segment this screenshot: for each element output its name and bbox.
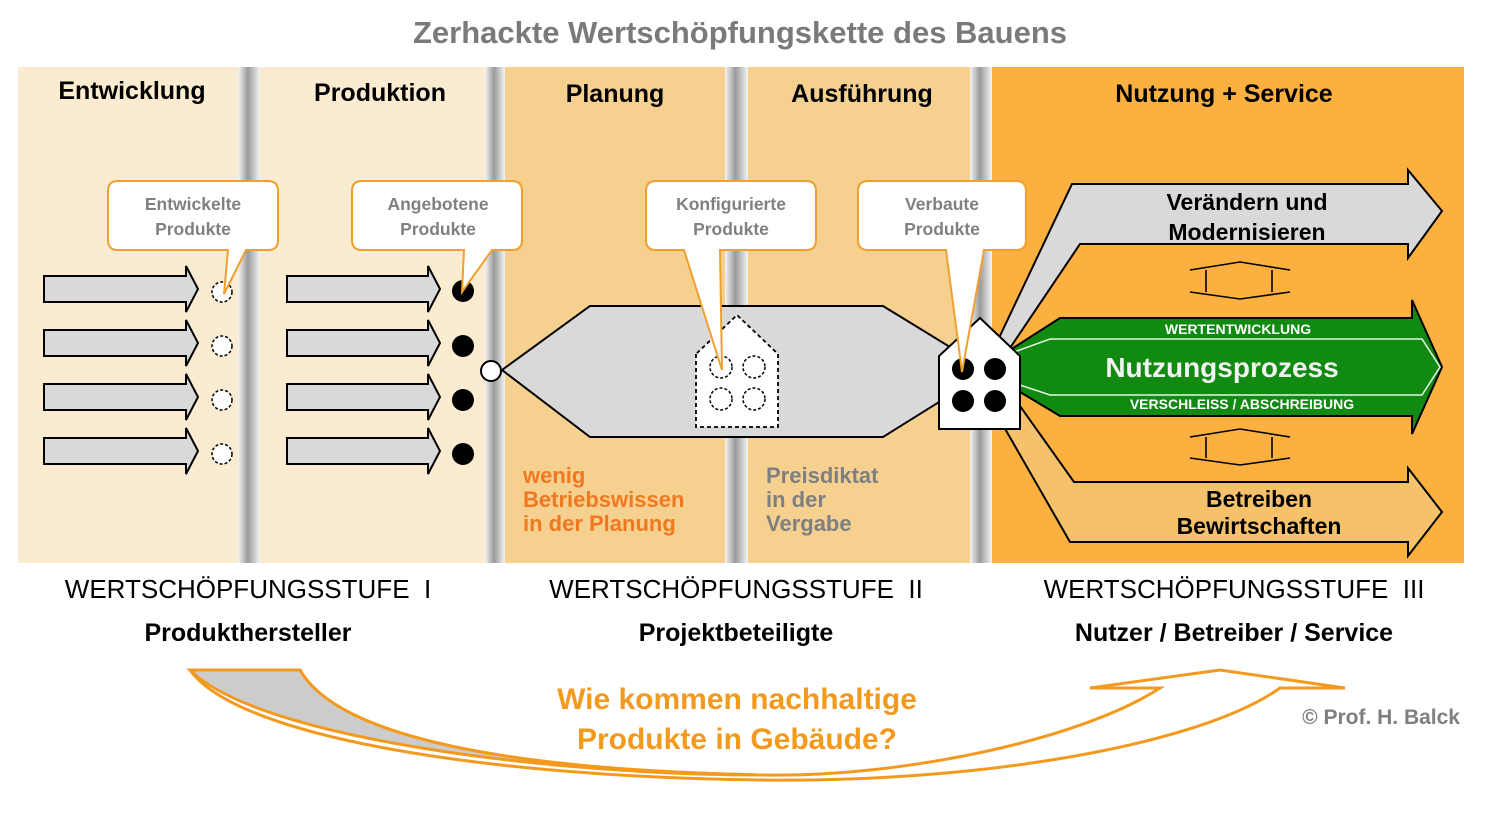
phase-separator — [970, 67, 992, 563]
callout-text: Produkte — [155, 219, 231, 239]
process-arrow — [43, 319, 200, 367]
callout-text: Konfigurierte — [676, 194, 786, 214]
operate-label: Betreiben — [1206, 486, 1312, 512]
process-arrow — [43, 265, 200, 313]
depreciation-label: VERSCHLEISS / ABSCHREIBUNG — [1130, 396, 1354, 412]
production-arrows — [286, 265, 442, 475]
usage-process-inner-outline — [1013, 338, 1441, 396]
callout-text: Verbaute — [905, 194, 979, 214]
diagram-title: Zerhackte Wertschöpfungskette des Bauens — [413, 15, 1067, 50]
question-line: Produkte in Gebäude? — [577, 723, 897, 756]
callout-text: Produkte — [904, 219, 980, 239]
execution-note: Preisdiktat in der Vergabe — [766, 463, 879, 536]
modernize-label: Verändern und — [1166, 189, 1327, 215]
process-arrow — [43, 373, 200, 421]
svg-text:in der: in der — [766, 487, 826, 512]
process-arrow — [286, 427, 442, 475]
process-arrow — [43, 427, 200, 475]
callout-text: Entwickelte — [145, 194, 242, 214]
product-icon — [452, 335, 474, 357]
callout-configured-products: Konfigurierte Produkte — [645, 180, 817, 371]
feedback-arrow-tail — [186, 668, 761, 777]
phase-bg-entwicklung — [18, 67, 238, 563]
usage-process-arrow — [1009, 299, 1444, 435]
svg-text:Preisdiktat: Preisdiktat — [766, 463, 879, 488]
callout-text: Produkte — [693, 219, 769, 239]
offered-products — [452, 280, 474, 465]
phase-heading-ausfuehrung: Ausführung — [791, 80, 933, 108]
stage-label-2: WERTSCHÖPFUNGSSTUFE II — [549, 574, 923, 604]
developed-products — [211, 281, 233, 465]
callout-text: Produkte — [400, 219, 476, 239]
product-outline-icon — [211, 389, 233, 411]
modernize-label: Modernisieren — [1168, 219, 1325, 245]
value-development-label: WERTENTWICKLUNG — [1165, 321, 1311, 337]
actor-label-2: Projektbeteiligte — [639, 619, 834, 647]
question-line: Wie kommen nachhaltige — [557, 683, 917, 716]
copyright-note: © Prof. H. Balck — [1302, 706, 1460, 729]
callout-built-products: Verbaute Produkte — [857, 180, 1027, 373]
product-icon — [452, 389, 474, 411]
exchange-connector-icon — [1189, 428, 1291, 466]
operate-label: Bewirtschaften — [1177, 513, 1342, 539]
phase-heading-planung: Planung — [566, 80, 665, 108]
process-arrow — [286, 265, 442, 313]
phase-separator — [238, 67, 260, 563]
stage-label-1: WERTSCHÖPFUNGSSTUFE I — [65, 574, 431, 604]
callout-offered-products: Angebotene Produkte — [351, 180, 523, 296]
phase-heading-nutzung-service: Nutzung + Service — [1115, 80, 1333, 108]
product-outline-icon — [211, 443, 233, 465]
actor-label-3: Nutzer / Betreiber / Service — [1075, 619, 1393, 647]
exchange-connector-icon — [1189, 261, 1291, 300]
svg-text:wenig: wenig — [522, 463, 585, 488]
svg-text:in der Planung: in der Planung — [523, 511, 676, 536]
phase-bg-produktion — [260, 67, 485, 563]
callout-developed-products: Entwickelte Produkte — [107, 180, 279, 295]
callout-text: Angebotene — [387, 194, 488, 214]
development-arrows — [43, 265, 200, 475]
process-arrow — [286, 319, 442, 367]
usage-process-label: Nutzungsprozess — [1105, 352, 1338, 383]
actor-label-1: Produkthersteller — [144, 619, 351, 647]
planning-note: wenig Betriebswissen in der Planung — [522, 463, 684, 536]
phase-heading-produktion: Produktion — [314, 79, 446, 107]
svg-text:Betriebswissen: Betriebswissen — [523, 487, 684, 512]
process-arrow — [286, 373, 442, 421]
phase-separator — [485, 67, 505, 563]
svg-text:Vergabe: Vergabe — [766, 511, 852, 536]
project-start-node-icon — [480, 360, 502, 382]
phase-heading-entwicklung: Entwicklung — [58, 77, 205, 105]
product-outline-icon — [211, 335, 233, 357]
modernize-arrow — [996, 167, 1444, 350]
operate-arrow — [998, 389, 1444, 559]
product-icon — [452, 443, 474, 465]
stage-label-3: WERTSCHÖPFUNGSSTUFE III — [1044, 574, 1425, 604]
